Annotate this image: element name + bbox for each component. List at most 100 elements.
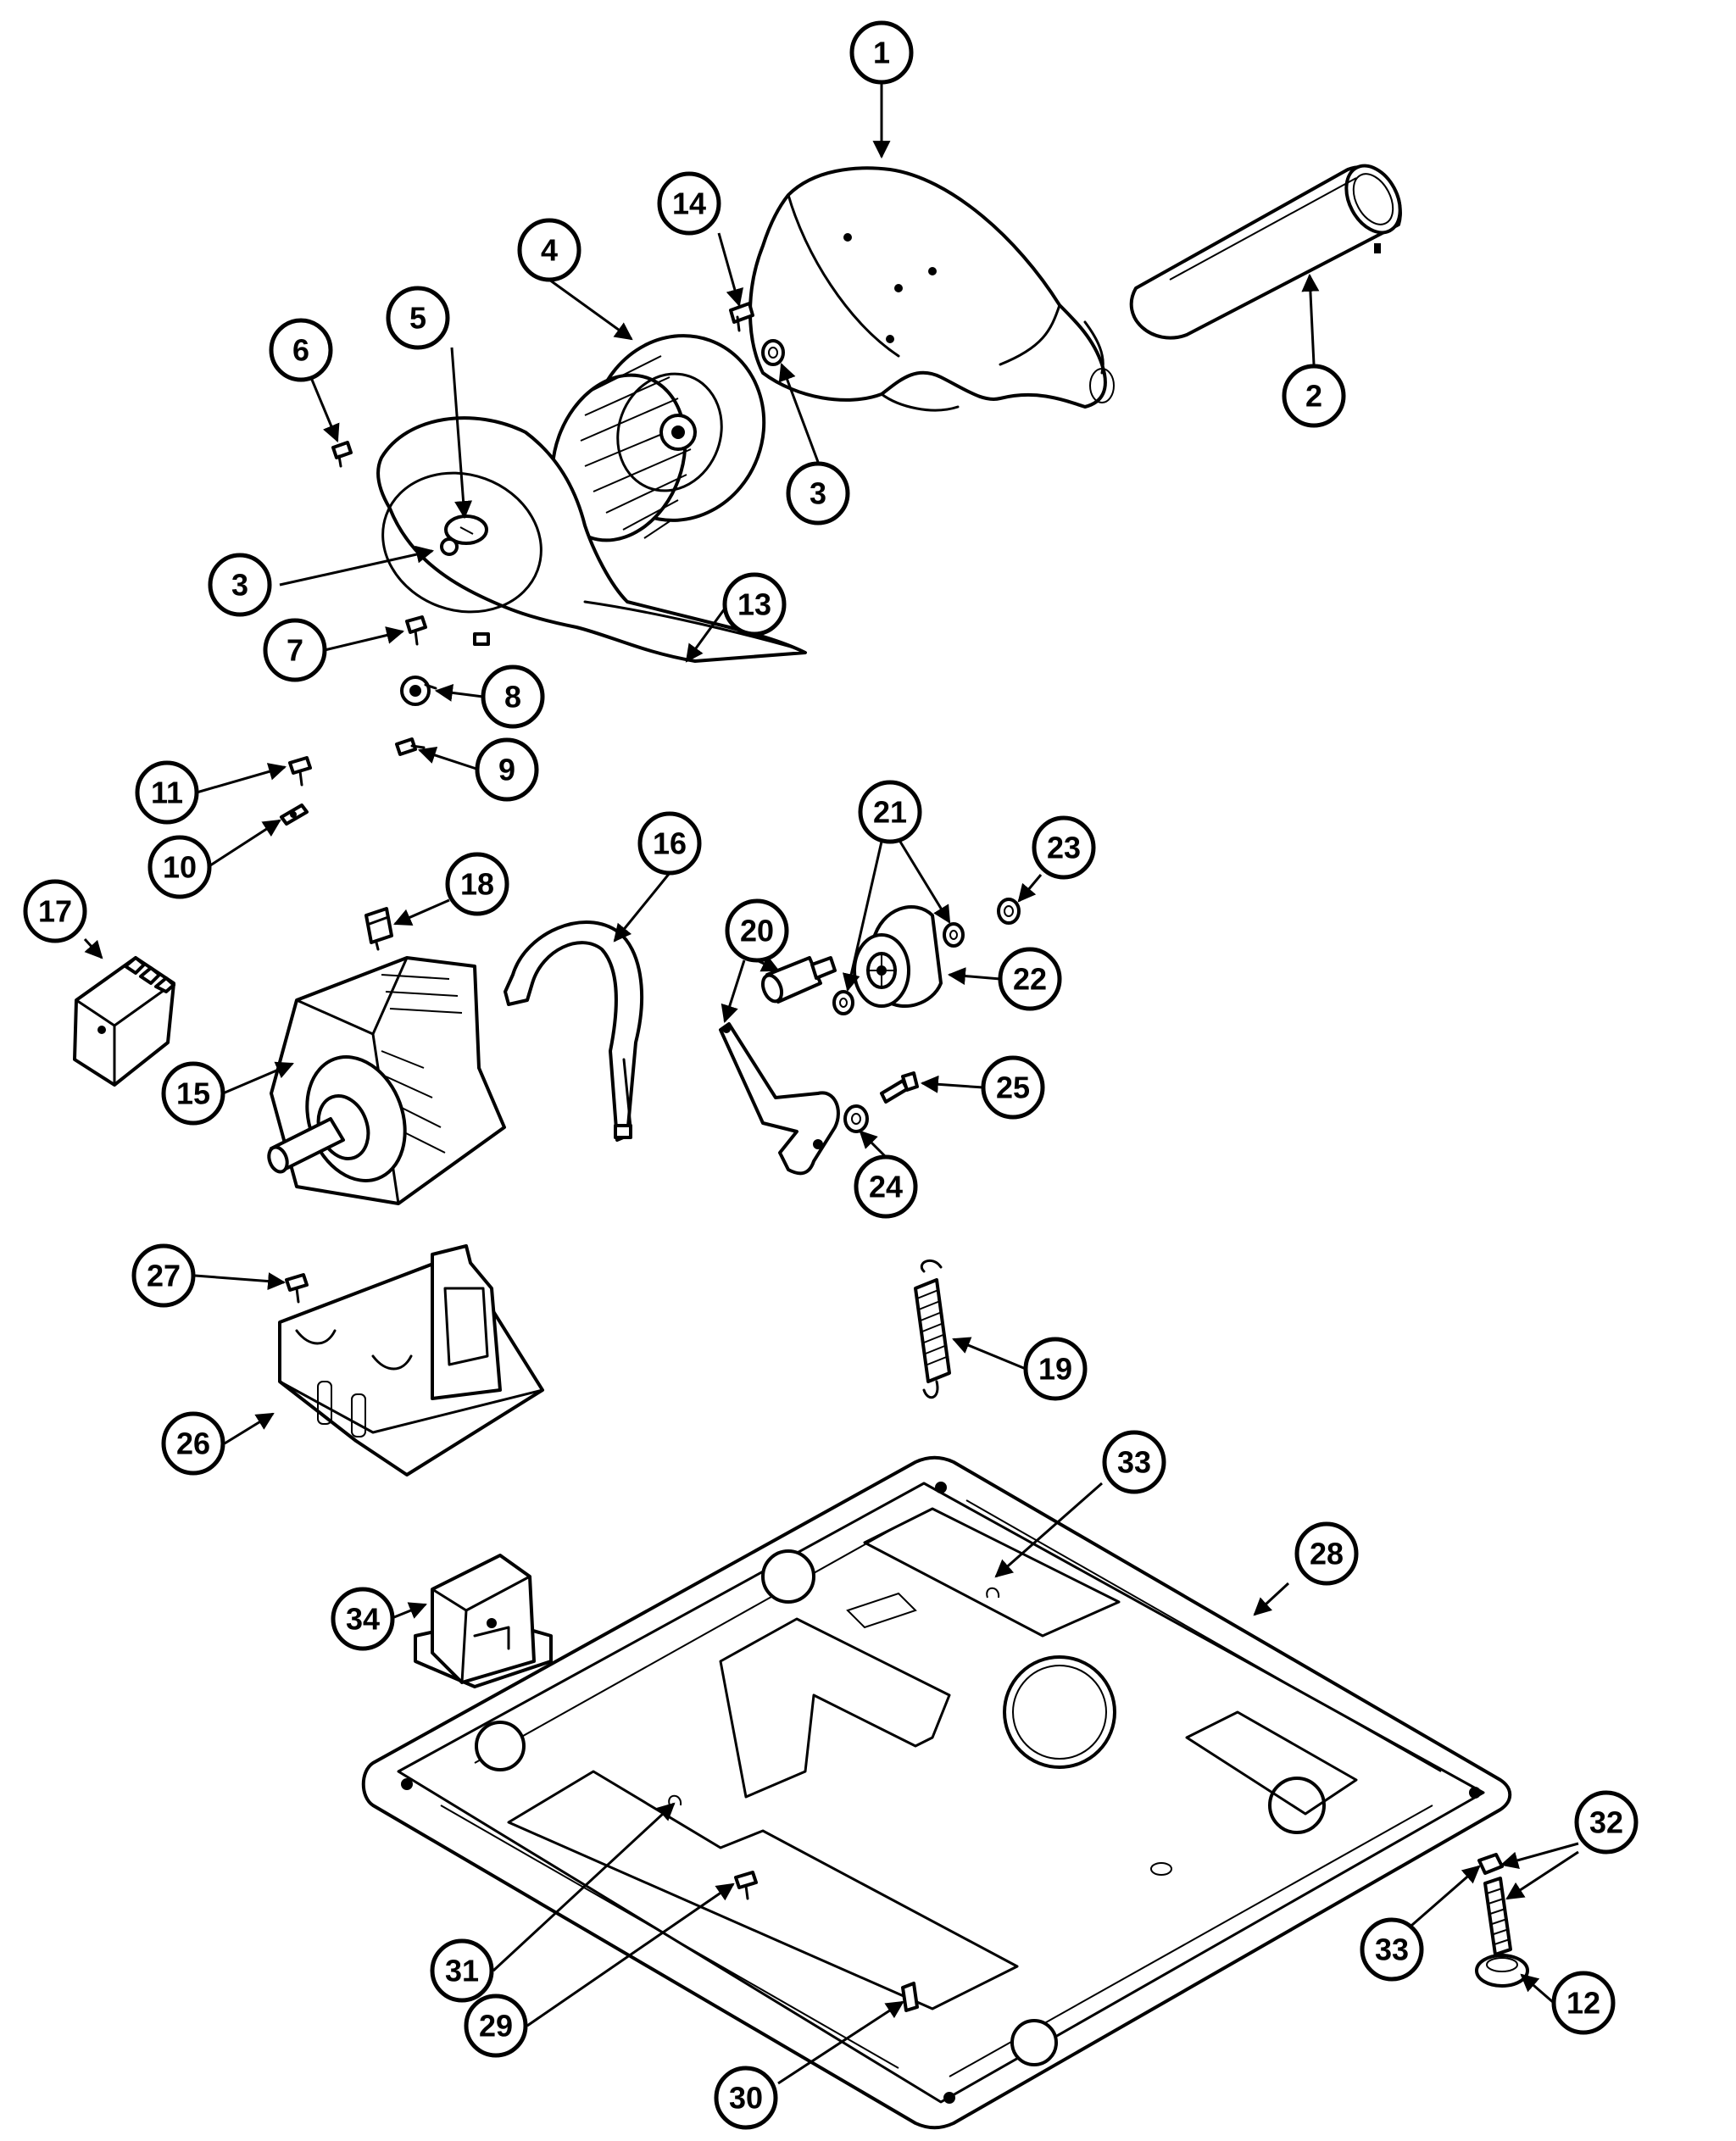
callout-1-label: 1	[873, 36, 890, 70]
part-blower-housing	[748, 166, 1115, 412]
callout-30: 30	[714, 2066, 778, 2130]
callout-31: 31	[430, 1938, 494, 2003]
part-screw-29	[734, 1871, 758, 1900]
callout-20-label: 20	[740, 914, 774, 948]
callout-16: 16	[637, 811, 702, 876]
part-transformer	[414, 1554, 553, 1688]
callout-8-label: 8	[504, 680, 521, 715]
callout-3-lower: 3	[208, 553, 272, 617]
callout-14: 14	[657, 171, 721, 236]
leader-lines	[83, 82, 1579, 2085]
callout-33-upper-label: 33	[1117, 1445, 1151, 1480]
callout-3-lower-label: 3	[231, 568, 248, 603]
part-idler-arm	[719, 956, 840, 1176]
callout-17-label: 17	[38, 894, 72, 929]
callout-10: 10	[147, 835, 212, 899]
part-screw-7	[405, 615, 427, 646]
callout-28: 28	[1294, 1521, 1359, 1586]
callout-32-label: 32	[1589, 1805, 1623, 1840]
callout-1: 1	[849, 20, 914, 85]
callout-11-label: 11	[151, 776, 183, 810]
callout-33-lower-label: 33	[1375, 1932, 1409, 1967]
part-screw-9	[395, 737, 426, 756]
part-motor-strap	[504, 920, 644, 1142]
callout-17: 17	[23, 879, 87, 943]
callout-4-label: 4	[541, 233, 558, 268]
callout-24-label: 24	[869, 1170, 903, 1204]
callout-29: 29	[464, 1994, 528, 2058]
callout-32: 32	[1574, 1790, 1639, 1855]
callout-13-label: 13	[737, 587, 771, 622]
callout-16-label: 16	[653, 826, 687, 861]
part-screw-27	[285, 1273, 309, 1304]
callout-25-label: 25	[996, 1070, 1030, 1105]
part-washer-3-upper	[761, 339, 785, 366]
callout-7-label: 7	[287, 633, 303, 668]
part-exhaust-duct	[1129, 164, 1402, 340]
callout-24: 24	[854, 1154, 918, 1219]
callout-18: 18	[445, 852, 509, 916]
part-washer-24	[843, 1104, 869, 1133]
callout-6-label: 6	[292, 333, 309, 368]
part-washer-23	[997, 898, 1021, 925]
callout-25: 25	[981, 1055, 1045, 1120]
callout-22-label: 22	[1013, 962, 1047, 997]
callout-23: 23	[1032, 815, 1096, 880]
part-idler-spring	[914, 1259, 951, 1399]
callout-27-label: 27	[147, 1259, 181, 1293]
part-screw-25	[880, 1071, 919, 1104]
callout-26: 26	[161, 1411, 225, 1476]
callout-9-label: 9	[498, 753, 515, 787]
callout-3-upper-label: 3	[810, 476, 826, 511]
part-link-10	[280, 804, 309, 826]
part-washer-21-left	[832, 990, 854, 1015]
callout-12-label: 12	[1566, 1986, 1600, 2021]
part-drive-motor	[267, 956, 506, 1205]
part-screw-6	[331, 441, 353, 468]
part-clip-30	[901, 1982, 919, 2012]
part-clip-18	[364, 907, 393, 951]
callout-3-upper: 3	[786, 461, 850, 526]
callout-20: 20	[725, 898, 789, 963]
callout-34-label: 34	[346, 1602, 380, 1637]
callout-34: 34	[331, 1587, 395, 1651]
part-blower-wheel	[550, 334, 766, 542]
callout-30-label: 30	[729, 2081, 763, 2116]
part-clip-8	[400, 676, 437, 706]
callout-5: 5	[386, 286, 450, 350]
callout-27: 27	[131, 1243, 196, 1308]
part-leveling-leg	[1475, 1853, 1529, 1988]
callout-15: 15	[161, 1061, 225, 1126]
callout-15-label: 15	[176, 1076, 210, 1111]
callout-11: 11	[135, 760, 199, 825]
callout-12: 12	[1551, 1971, 1616, 2035]
callout-19-label: 19	[1038, 1352, 1072, 1387]
callout-22: 22	[998, 947, 1062, 1011]
part-washer-21-right	[943, 922, 965, 948]
part-base-frame	[361, 1455, 1512, 2130]
part-idler-pulley	[853, 905, 943, 1009]
callout-13: 13	[722, 572, 787, 637]
callout-21: 21	[858, 780, 922, 844]
callout-18-label: 18	[460, 867, 494, 902]
callout-28-label: 28	[1310, 1537, 1344, 1571]
callout-9: 9	[475, 737, 539, 802]
part-screw-11	[288, 756, 312, 787]
part-blower-cover	[376, 416, 807, 663]
callout-19: 19	[1023, 1337, 1088, 1401]
part-terminal-block	[73, 956, 175, 1087]
callout-10-label: 10	[163, 850, 197, 885]
callout-21-label: 21	[873, 795, 907, 830]
callout-6: 6	[269, 318, 333, 382]
callout-14-label: 14	[672, 186, 706, 221]
callout-4: 4	[517, 218, 581, 282]
callout-2-label: 2	[1305, 379, 1322, 414]
callout-33-upper: 33	[1102, 1430, 1166, 1494]
callout-2: 2	[1282, 364, 1346, 428]
part-motor-mount	[278, 1244, 544, 1476]
callout-33-lower: 33	[1360, 1917, 1424, 1982]
callout-8: 8	[481, 665, 545, 729]
callout-29-label: 29	[479, 2009, 513, 2044]
callout-23-label: 23	[1047, 831, 1081, 865]
